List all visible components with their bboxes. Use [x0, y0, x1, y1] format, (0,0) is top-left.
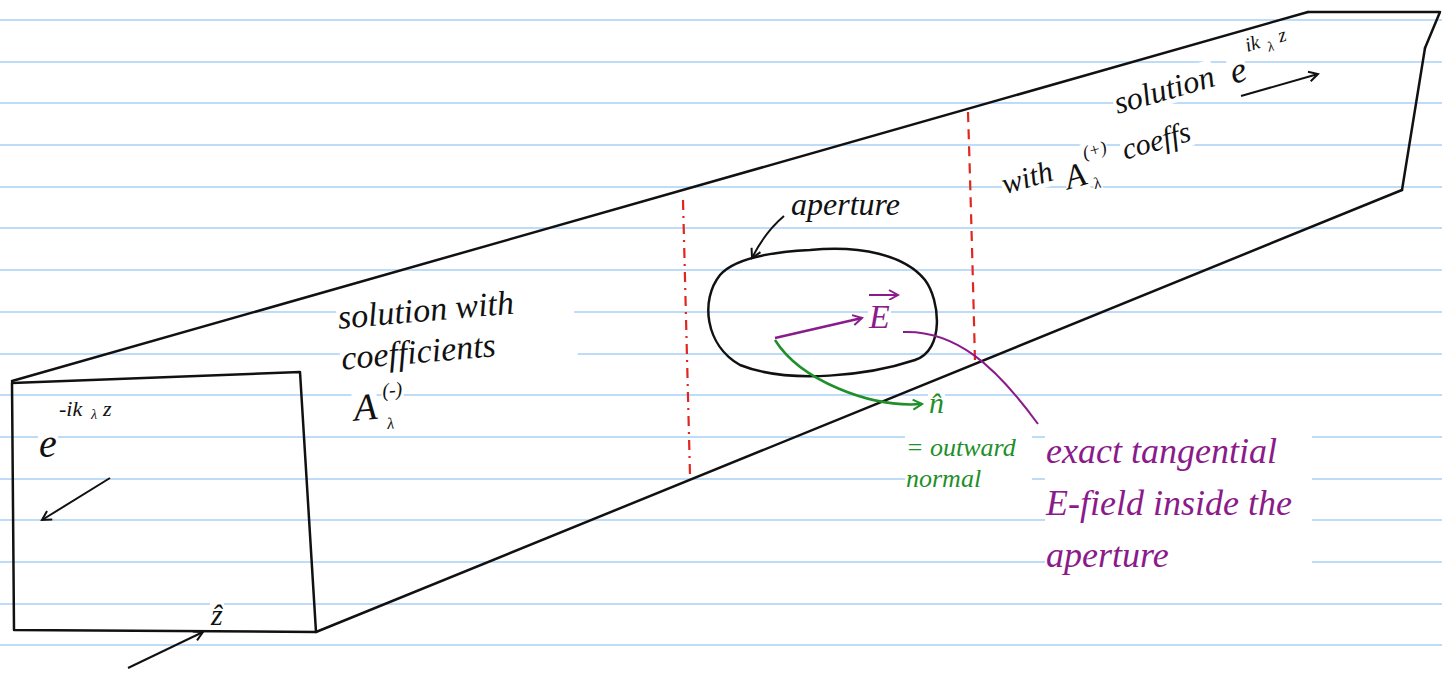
- label: -ik: [58, 398, 83, 420]
- label: (+): [1079, 138, 1109, 163]
- field-vector: [775, 318, 862, 338]
- direction-arrow: [1241, 74, 1318, 96]
- aperture-outline: [708, 249, 937, 376]
- label: λ: [385, 415, 395, 432]
- label: e: [1224, 50, 1251, 90]
- label: λ: [1265, 39, 1277, 55]
- leader-line: [903, 332, 1038, 424]
- label: A: [351, 387, 379, 427]
- label: exact tangential E-field inside the aper…: [1045, 425, 1312, 582]
- reference-plane: [968, 112, 975, 362]
- label: λ: [1091, 174, 1104, 192]
- label: e: [38, 424, 58, 464]
- label: z: [1274, 24, 1289, 46]
- label: with: [997, 156, 1057, 200]
- label: (-): [380, 378, 404, 400]
- label: A: [1060, 157, 1091, 196]
- label: ẑ: [210, 600, 224, 630]
- label: = outward normal: [905, 432, 1032, 494]
- label: ik: [1242, 31, 1263, 55]
- leader-arrow: [752, 216, 784, 258]
- vector-sign: [869, 294, 898, 296]
- label: n̂: [928, 388, 945, 418]
- label: aperture: [790, 188, 901, 220]
- waveguide-outline: [12, 12, 1440, 632]
- direction-arrow: [42, 478, 110, 520]
- label: λ: [90, 408, 98, 422]
- label: coeffs: [1117, 116, 1194, 165]
- notebook-rules: [0, 20, 1442, 645]
- normal-vector: [775, 340, 922, 404]
- label: solution: [1109, 59, 1219, 119]
- label: E: [868, 300, 891, 334]
- axis-arrow: [128, 632, 203, 668]
- label: z: [102, 398, 113, 420]
- reference-plane: [683, 200, 690, 475]
- label: solution with coefficients: [335, 277, 578, 379]
